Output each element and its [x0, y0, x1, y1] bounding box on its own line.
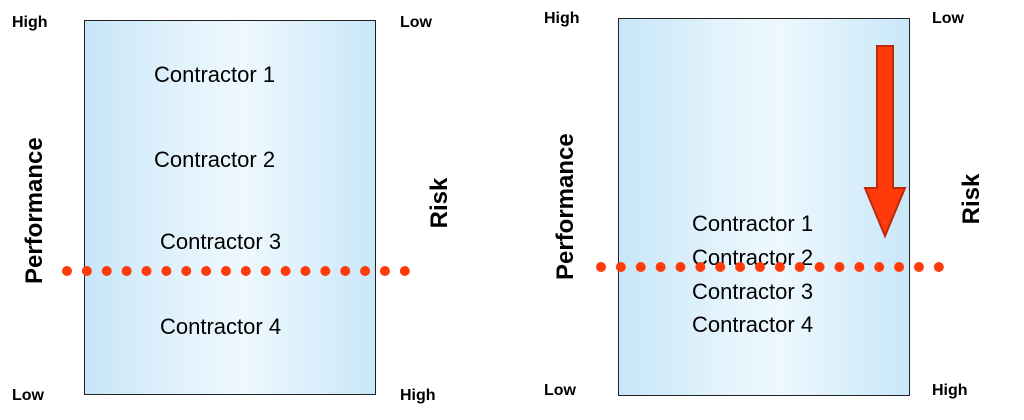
left-contractor-1: Contractor 1 — [154, 62, 276, 87]
right-top-left-label: High — [544, 10, 580, 27]
right-risk-axis-label: Risk — [958, 173, 985, 225]
right-performance-axis-label: Performance — [552, 133, 579, 280]
left-risk-axis-label: Risk — [426, 177, 453, 229]
down-arrow-shape — [863, 45, 907, 239]
right-contractor-4: Contractor 4 — [692, 312, 814, 337]
right-contractor-1: Contractor 1 — [692, 211, 814, 236]
left-threshold-line — [62, 266, 410, 276]
right-bottom-right-label: High — [932, 382, 968, 399]
right-top-right-label: Low — [932, 10, 964, 27]
down-arrow-icon — [863, 45, 907, 239]
left-bottom-right-label: High — [400, 387, 436, 404]
left-top-right-label: Low — [400, 14, 432, 31]
right-bottom-left-label: Low — [544, 382, 576, 399]
right-contractor-3: Contractor 3 — [692, 279, 814, 304]
right-panel: High Low Low High Performance Risk Contr… — [512, 0, 1024, 420]
right-threshold-line — [596, 262, 944, 272]
left-ranking-box — [84, 20, 376, 395]
left-panel: High Low Low High Performance Risk Contr… — [12, 14, 453, 404]
left-bottom-left-label: Low — [12, 387, 44, 404]
right-ranking-box — [618, 18, 910, 396]
left-top-left-label: High — [12, 14, 48, 31]
left-performance-axis-label: Performance — [21, 137, 48, 284]
left-contractor-3: Contractor 3 — [160, 229, 282, 254]
left-contractor-2: Contractor 2 — [154, 147, 276, 172]
left-contractor-4: Contractor 4 — [160, 314, 282, 339]
